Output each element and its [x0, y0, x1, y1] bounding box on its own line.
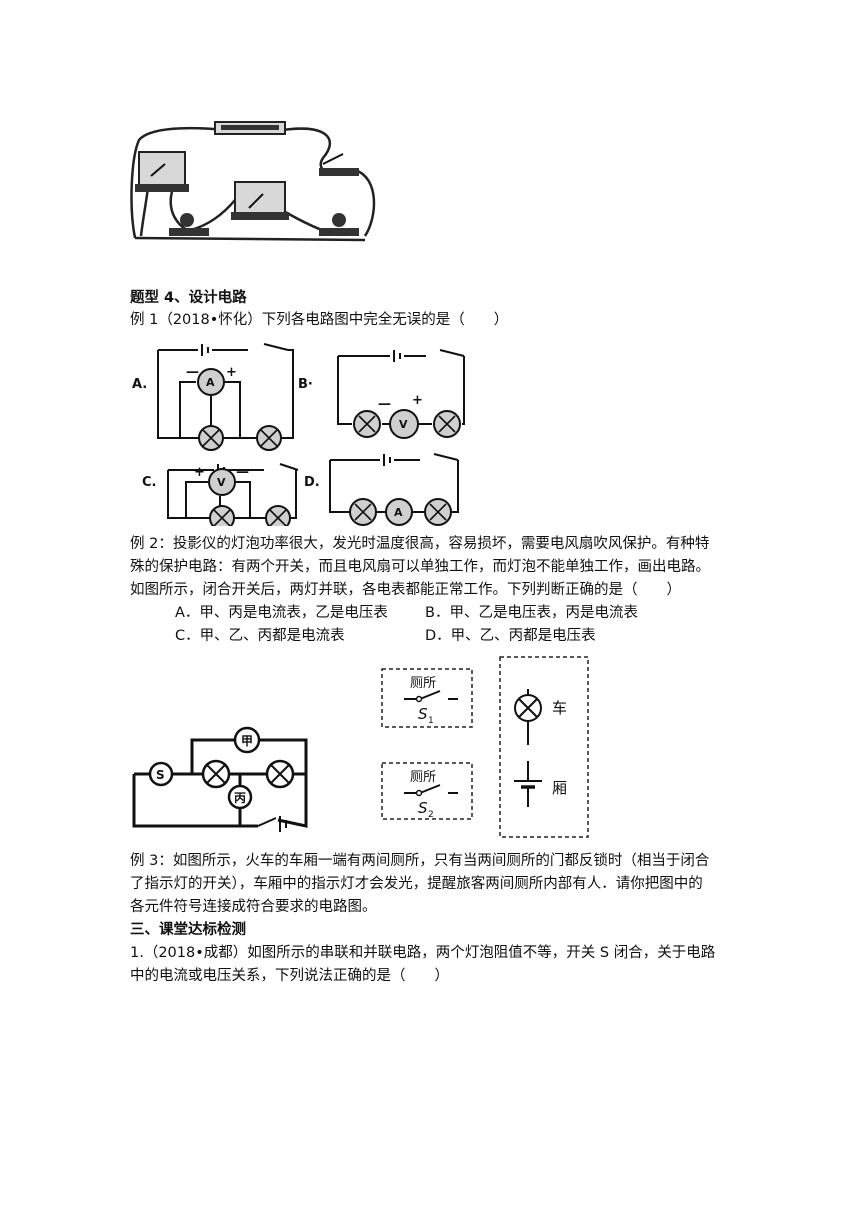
option-label-d: D. [304, 475, 320, 490]
minus-sign: — [186, 365, 199, 380]
switch-s1-symbol: S [418, 705, 428, 723]
ammeter-d-label: A [394, 506, 403, 519]
fan-motor-label: S [156, 768, 165, 782]
minus-sign: — [236, 465, 249, 480]
lamp-label: 车 [552, 699, 567, 717]
example3-components-figure: 厕所 厕所 车 厢 S S 1 2 [381, 656, 589, 838]
toilet1-label: 厕所 [410, 676, 436, 691]
example2-option-a: A．甲、丙是电流表，乙是电压表 [175, 605, 388, 621]
option-label-b: B· [298, 377, 313, 392]
question1-line2: 中的电流或电压关系，下列说法正确的是（ ） [130, 968, 449, 984]
option-label-a: A. [132, 377, 147, 392]
example2-option-d: D．甲、乙、丙都是电压表 [425, 628, 596, 644]
meter-jia-label: 甲 [241, 734, 253, 748]
plus-sign: + [226, 365, 237, 380]
example1-circuit-figure: A V V A — + — + + — A. B· C. D. [132, 343, 465, 526]
option-label-c: C. [142, 475, 156, 490]
toilet2-label: 厕所 [410, 770, 436, 785]
plus-sign: + [412, 393, 423, 408]
question1-line1: 1.（2018•成都）如图所示的串联和并联电路，两个灯泡阻值不等，开关 S 闭合… [130, 945, 716, 961]
example2-option-c: C．甲、乙、丙都是电流表 [175, 628, 345, 644]
plus-sign: + [194, 465, 205, 480]
ammeter-a-label: A [206, 376, 215, 389]
voltmeter-b-label: V [399, 418, 408, 431]
section-heading-class-check: 三、课堂达标检测 [130, 922, 246, 938]
switch-s1-subscript: 1 [428, 716, 434, 726]
example1-stem: 例 1（2018•怀化）下列各电路图中完全无误的是（ ） [130, 312, 509, 328]
meter-bing-label: 丙 [234, 791, 246, 805]
example2-line2: 殊的保护电路：有两个开关，而且电风扇可以单独工作，而灯泡不能单独工作，画出电路。 [130, 559, 710, 575]
example3-line2: 了指示灯的开关），车厢中的指示灯才会发光，提醒旅客两间厕所内部有人．请你把图中的 [130, 876, 703, 892]
wiring-photo-figure [130, 121, 376, 242]
switch-s2-subscript: 2 [428, 810, 434, 820]
battery-label: 厢 [552, 779, 567, 797]
section-heading-design-circuit: 题型 4、设计电路 [130, 290, 247, 306]
example2-line3: 如图所示，闭合开关后，两灯并联，各电表都能正常工作。下列判断正确的是（ ） [130, 582, 681, 598]
example3-line1: 例 3：如图所示，火车的车厢一端有两间厕所，只有当两间厕所的门都反锁时（相当于闭… [130, 853, 710, 869]
minus-sign: — [378, 397, 391, 412]
voltmeter-c-label: V [217, 476, 226, 489]
example3-line3: 各元件符号连接成符合要求的电路图。 [130, 899, 377, 915]
example2-circuit-figure: 甲 丙 S [132, 726, 308, 832]
example2-line1: 例 2：投影仪的灯泡功率很大，发光时温度很高，容易损坏，需要电风扇吹风保护。有种… [130, 536, 710, 552]
example2-option-b: B．甲、乙是电压表，丙是电流表 [425, 605, 638, 621]
switch-s2-symbol: S [418, 799, 428, 817]
